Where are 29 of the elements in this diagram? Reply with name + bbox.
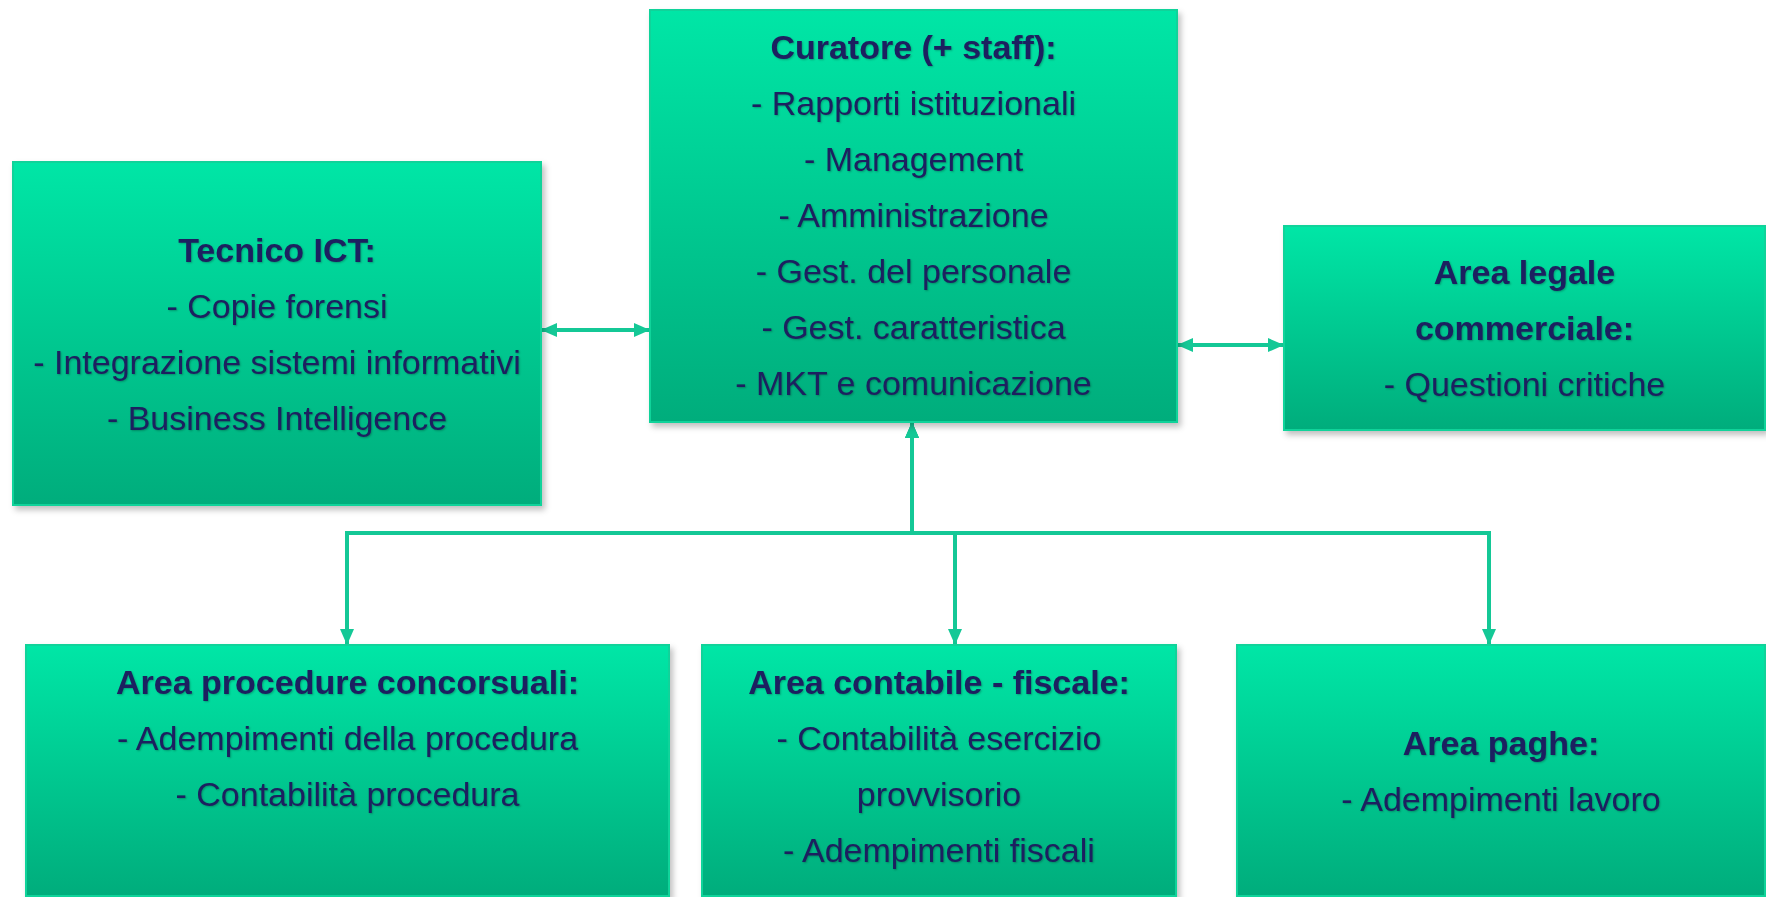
arrow bbox=[541, 323, 650, 337]
arrow bbox=[1177, 338, 1284, 352]
role-box bbox=[25, 644, 670, 897]
role-box bbox=[1236, 644, 1766, 897]
task-item: - Adempimenti lavoro bbox=[1341, 778, 1661, 820]
task-item: - Contabilità procedura bbox=[175, 774, 520, 815]
task-item: - Amministrazione bbox=[778, 195, 1049, 236]
box-heading: Area contabile - fiscale: bbox=[748, 662, 1130, 703]
role-box bbox=[1283, 225, 1766, 431]
role-box bbox=[649, 9, 1178, 423]
role-box bbox=[12, 161, 542, 506]
task-item: - MKT e comunicazione bbox=[735, 363, 1092, 404]
box-heading: Curatore (+ staff): bbox=[770, 27, 1057, 68]
task-item: - Integrazione sistemi informativi bbox=[33, 341, 521, 383]
box-heading: Tecnico ICT: bbox=[178, 229, 376, 271]
box-heading: Area paghe: bbox=[1402, 722, 1600, 764]
task-item: - Adempimenti fiscali bbox=[783, 830, 1095, 871]
task-item: - Copie forensi bbox=[166, 285, 388, 327]
box-heading: Area procedure concorsuali: bbox=[116, 662, 579, 703]
task-item: - Adempimenti della procedura bbox=[116, 718, 579, 759]
role-box bbox=[701, 644, 1177, 897]
box-heading: Area legale commerciale: bbox=[1413, 252, 1636, 349]
task-item: - Business Intelligence bbox=[106, 397, 448, 439]
task-item: - Gest. caratteristica bbox=[761, 307, 1066, 348]
task-item: - Questioni critiche bbox=[1383, 364, 1666, 405]
task-item: - Management bbox=[803, 139, 1024, 180]
task-item: - Contabilità esercizio provvisorio bbox=[775, 718, 1103, 815]
task-item: - Gest. del personale bbox=[755, 251, 1072, 292]
task-item: - Rapporti istituzionali bbox=[751, 83, 1076, 124]
